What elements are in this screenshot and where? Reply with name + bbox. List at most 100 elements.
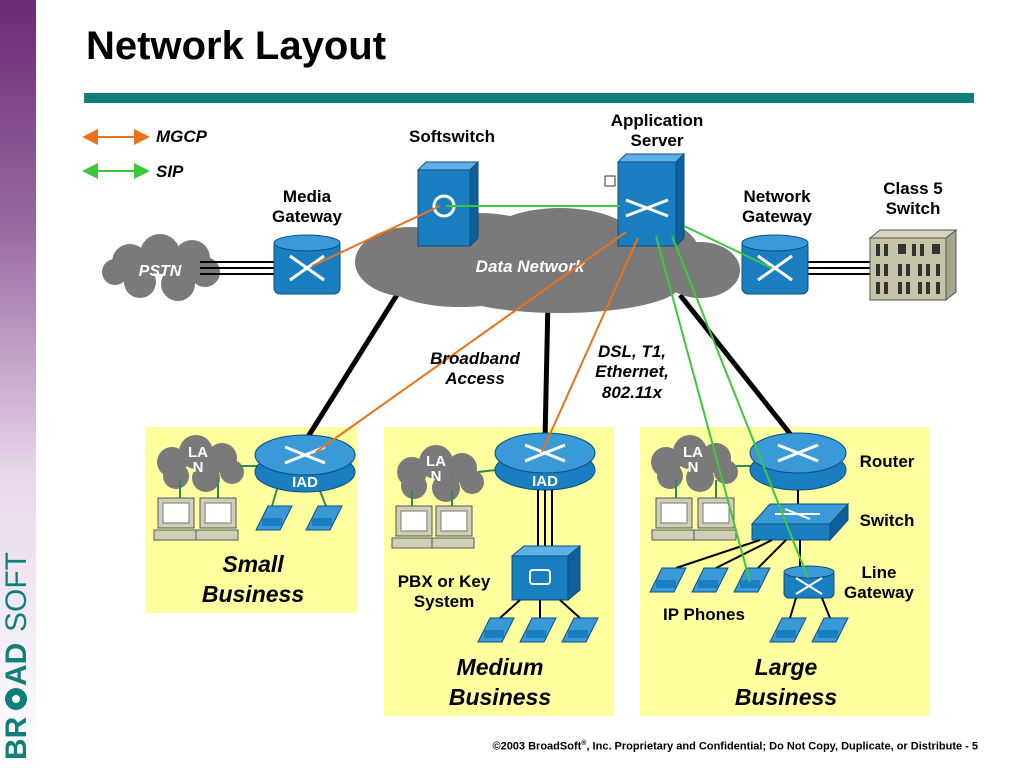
medium-iad-icon (494, 432, 596, 491)
network-gateway-label-line2: Gateway (742, 207, 812, 227)
large-business-label: Large Business (700, 653, 872, 713)
media-gateway-icon (273, 234, 341, 295)
large-lan-label-line1: LA (683, 444, 703, 461)
ip-phones-label: IP Phones (663, 605, 745, 624)
class5-switch-label-line2: Switch (885, 199, 941, 219)
medium-pc-2-icon (431, 505, 475, 549)
router-label: Router (859, 452, 915, 471)
switch-label: Switch (859, 511, 915, 530)
line-gateway-label: Line Gateway (834, 563, 924, 604)
large-router-icon (749, 432, 847, 491)
application-server-label-line1: Application (610, 111, 704, 130)
legend: MGCP SIP (82, 127, 208, 181)
dsl-label-line1: DSL, T1, (597, 342, 666, 361)
legend-mgcp-label: MGCP (156, 127, 208, 146)
footer-copyright-text: ©2003 BroadSoft (492, 740, 582, 753)
medium-business-label-line2: Business (448, 683, 552, 710)
softswitch-label: Softswitch (409, 127, 495, 146)
medium-pc-1-icon (391, 505, 435, 549)
title-rule (84, 93, 974, 103)
broadband-access-label: Broadband Access (412, 349, 538, 390)
footer-copyright: ©2003 BroadSoft®, Inc. Proprietary and C… (492, 740, 978, 753)
class5-switch-label: Class 5 Switch (858, 179, 968, 220)
medium-lan-links (411, 469, 497, 506)
network-gateway-icon (741, 234, 809, 295)
large-business-label-line2: Business (734, 683, 838, 710)
pbx-label-line1: PBX or Key (397, 572, 491, 591)
medium-phone-3-icon (561, 617, 599, 643)
pbx-icon (510, 544, 582, 602)
broadsoft-logo: BR AD SOFT (0, 552, 33, 760)
medium-phone-1-icon (477, 617, 515, 643)
small-lan-label-line2: N (192, 459, 204, 476)
small-lan-cloud (157, 435, 244, 492)
class5-switch-icon (868, 228, 958, 302)
access-links (303, 288, 797, 442)
media-gateway-label-line2: Gateway (272, 207, 342, 227)
analog-phone-1-icon (769, 617, 807, 643)
pbx-label: PBX or Key System (384, 572, 504, 613)
softswitch-icon (416, 160, 480, 248)
mgcp-links (311, 205, 639, 453)
small-phone-2-icon (305, 505, 343, 531)
medium-phone-2-icon (519, 617, 557, 643)
trunk-lines (200, 261, 870, 275)
ip-phone-1-icon (649, 567, 687, 593)
large-switch-icon (750, 502, 850, 542)
sidebar-gradient (0, 0, 36, 768)
ip-phone-2-icon (691, 567, 729, 593)
pbx-links (499, 599, 581, 619)
pbx-label-line2: System (413, 592, 475, 612)
media-gateway-label-line1: Media (282, 187, 332, 206)
footer-reg-mark: ® (581, 740, 587, 747)
line-gateway-label-line2: Gateway (844, 583, 914, 603)
large-pc-1-icon (651, 497, 695, 541)
data-network-label: Data Network (476, 257, 586, 276)
application-server-icon (604, 152, 686, 248)
application-server-label-line2: Server (630, 131, 684, 151)
broadband-access-label-line2: Access (445, 369, 505, 389)
large-lan-links (675, 465, 752, 498)
small-lan-label: LA N (180, 445, 216, 475)
footer-rest-text: , Inc. Proprietary and Confidential; Do … (586, 740, 978, 753)
medium-lan-label-line1: LA (426, 453, 446, 470)
small-business-label-line2: Business (201, 580, 305, 607)
legend-sip-label: SIP (156, 162, 184, 181)
dsl-label: DSL, T1, Ethernet, 802.11x (572, 342, 692, 403)
broadband-access-label-line1: Broadband (430, 349, 520, 368)
sip-links (446, 205, 809, 583)
large-lan-label: LA N (675, 445, 711, 475)
line-gateway-links (789, 597, 831, 619)
dsl-label-line3: 802.11x (601, 382, 663, 402)
dsl-label-line2: Ethernet, (595, 362, 669, 382)
small-iad-icon (254, 434, 356, 493)
medium-lan-label-line2: N (430, 468, 442, 485)
medium-pbx-trunk (537, 490, 553, 556)
data-network-cloud (355, 208, 740, 313)
ip-phone-3-icon (733, 567, 771, 593)
small-pc-2-icon (195, 497, 239, 541)
medium-business-label: Medium Business (410, 653, 590, 713)
small-business-label: Small Business (170, 550, 336, 610)
medium-lan-cloud (397, 445, 484, 502)
analog-phone-2-icon (811, 617, 849, 643)
line-gateway-label-line1: Line (861, 563, 897, 582)
small-iad-label: IAD (292, 474, 318, 491)
application-server-label: Application Server (592, 111, 722, 152)
small-phone-1-icon (255, 505, 293, 531)
large-lan-label-line2: N (687, 459, 699, 476)
network-gateway-label: Network Gateway (722, 187, 832, 228)
class5-switch-label-line1: Class 5 (883, 179, 943, 198)
small-lan-label-line1: LA (188, 444, 208, 461)
large-business-label-line1: Large (754, 654, 818, 680)
small-business-label-line1: Small (222, 551, 284, 577)
line-gateway-icon (783, 565, 835, 599)
media-gateway-label: Media Gateway (252, 187, 362, 228)
medium-lan-label: LA N (418, 454, 454, 484)
pstn-label: PSTN (139, 263, 182, 280)
svg-text:SOFT: SOFT (0, 552, 33, 632)
page-title: Network Layout (86, 24, 387, 68)
small-pc-1-icon (153, 497, 197, 541)
svg-text:BR: BR (0, 716, 33, 760)
